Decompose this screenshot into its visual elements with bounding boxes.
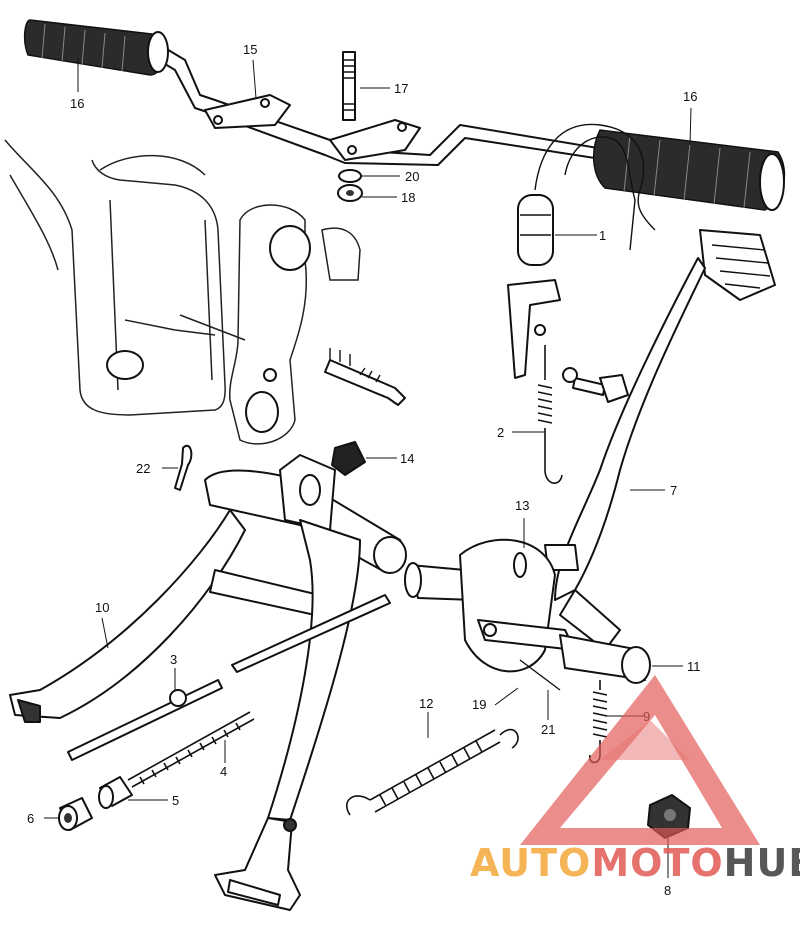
callout-7: 7 (670, 483, 677, 498)
washer-and-nut (337, 169, 363, 202)
callout-14: 14 (400, 451, 414, 466)
callout-10: 10 (95, 600, 109, 615)
callout-2: 2 (497, 425, 504, 440)
rubber-stopper (331, 441, 366, 476)
stand-rod (67, 594, 391, 761)
callout-4: 4 (220, 764, 227, 779)
stand-spring-small (127, 711, 255, 788)
footrest-bar (154, 44, 641, 166)
watermark-moto: MOTO (591, 841, 723, 885)
callout-3: 3 (170, 652, 177, 667)
callout-20: 20 (405, 169, 419, 184)
bolt (562, 367, 629, 403)
watermark-triangle-logo (520, 675, 760, 845)
callout-11: 11 (687, 659, 701, 674)
callout-16-right: 16 (683, 89, 697, 104)
stand-spring (346, 728, 519, 816)
callout-18: 18 (401, 190, 415, 205)
callout-21: 21 (541, 722, 555, 737)
callout-22: 22 (136, 461, 150, 476)
callout-1: 1 (599, 228, 606, 243)
watermark-hub: HUB (724, 841, 800, 885)
callout-12: 12 (419, 696, 433, 711)
callout-17: 17 (394, 81, 408, 96)
automotohub-watermark: AUTOMOTOHUB (470, 675, 800, 885)
watermark-auto: AUTO (470, 841, 591, 885)
callout-19: 19 (472, 697, 486, 712)
stud-bolt (342, 51, 356, 121)
stop-switch-assembly (507, 123, 656, 379)
callout-6: 6 (27, 811, 34, 826)
engine-case (4, 139, 406, 445)
collar (98, 776, 133, 809)
callout-13: 13 (515, 498, 529, 513)
callout-15: 15 (243, 42, 257, 57)
callout-16-left: 16 (70, 96, 84, 111)
cap (58, 797, 93, 831)
brake-shaft (404, 538, 651, 691)
svg-text:AUTOMOTOHUB: AUTOMOTOHUB (470, 841, 800, 885)
right-footrest-rubber (592, 129, 786, 211)
callout-5: 5 (172, 793, 179, 808)
nut (647, 794, 691, 839)
main-stand (9, 454, 407, 911)
brake-pedal (544, 229, 776, 651)
callout-8: 8 (664, 883, 671, 898)
cotter-pin (174, 444, 193, 491)
left-footrest-rubber (23, 19, 169, 76)
stop-switch-spring (537, 345, 563, 484)
callout-labels: 16 15 17 16 20 18 1 2 14 22 7 13 10 3 11… (27, 42, 701, 898)
